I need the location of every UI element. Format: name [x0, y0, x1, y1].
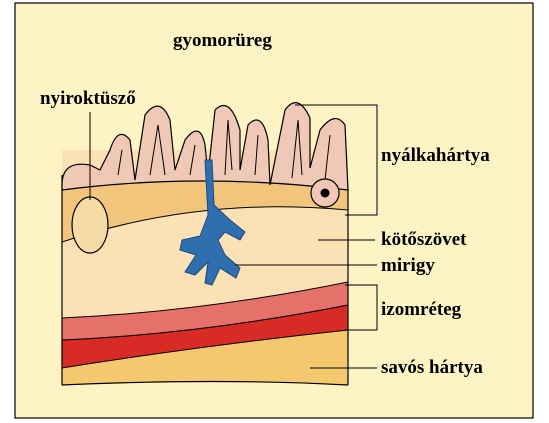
gastric-gland	[179, 159, 246, 286]
label-stomach-cavity: gyomorüreg	[173, 30, 272, 51]
leader-lines	[89, 104, 378, 369]
muscle-layer-outer	[62, 281, 348, 341]
lymph-follicle	[71, 196, 109, 254]
label-mucosa: nyálkahártya	[381, 145, 490, 166]
label-muscle-layer: izomréteg	[381, 299, 462, 320]
label-gland: mirigy	[381, 255, 435, 276]
label-serosa: savós hártya	[381, 357, 483, 378]
label-connective-tissue: kötőszövet	[381, 229, 467, 250]
label-lymph-follicle: nyiroktüsző	[40, 88, 136, 109]
mucosal-folds	[61, 102, 349, 191]
